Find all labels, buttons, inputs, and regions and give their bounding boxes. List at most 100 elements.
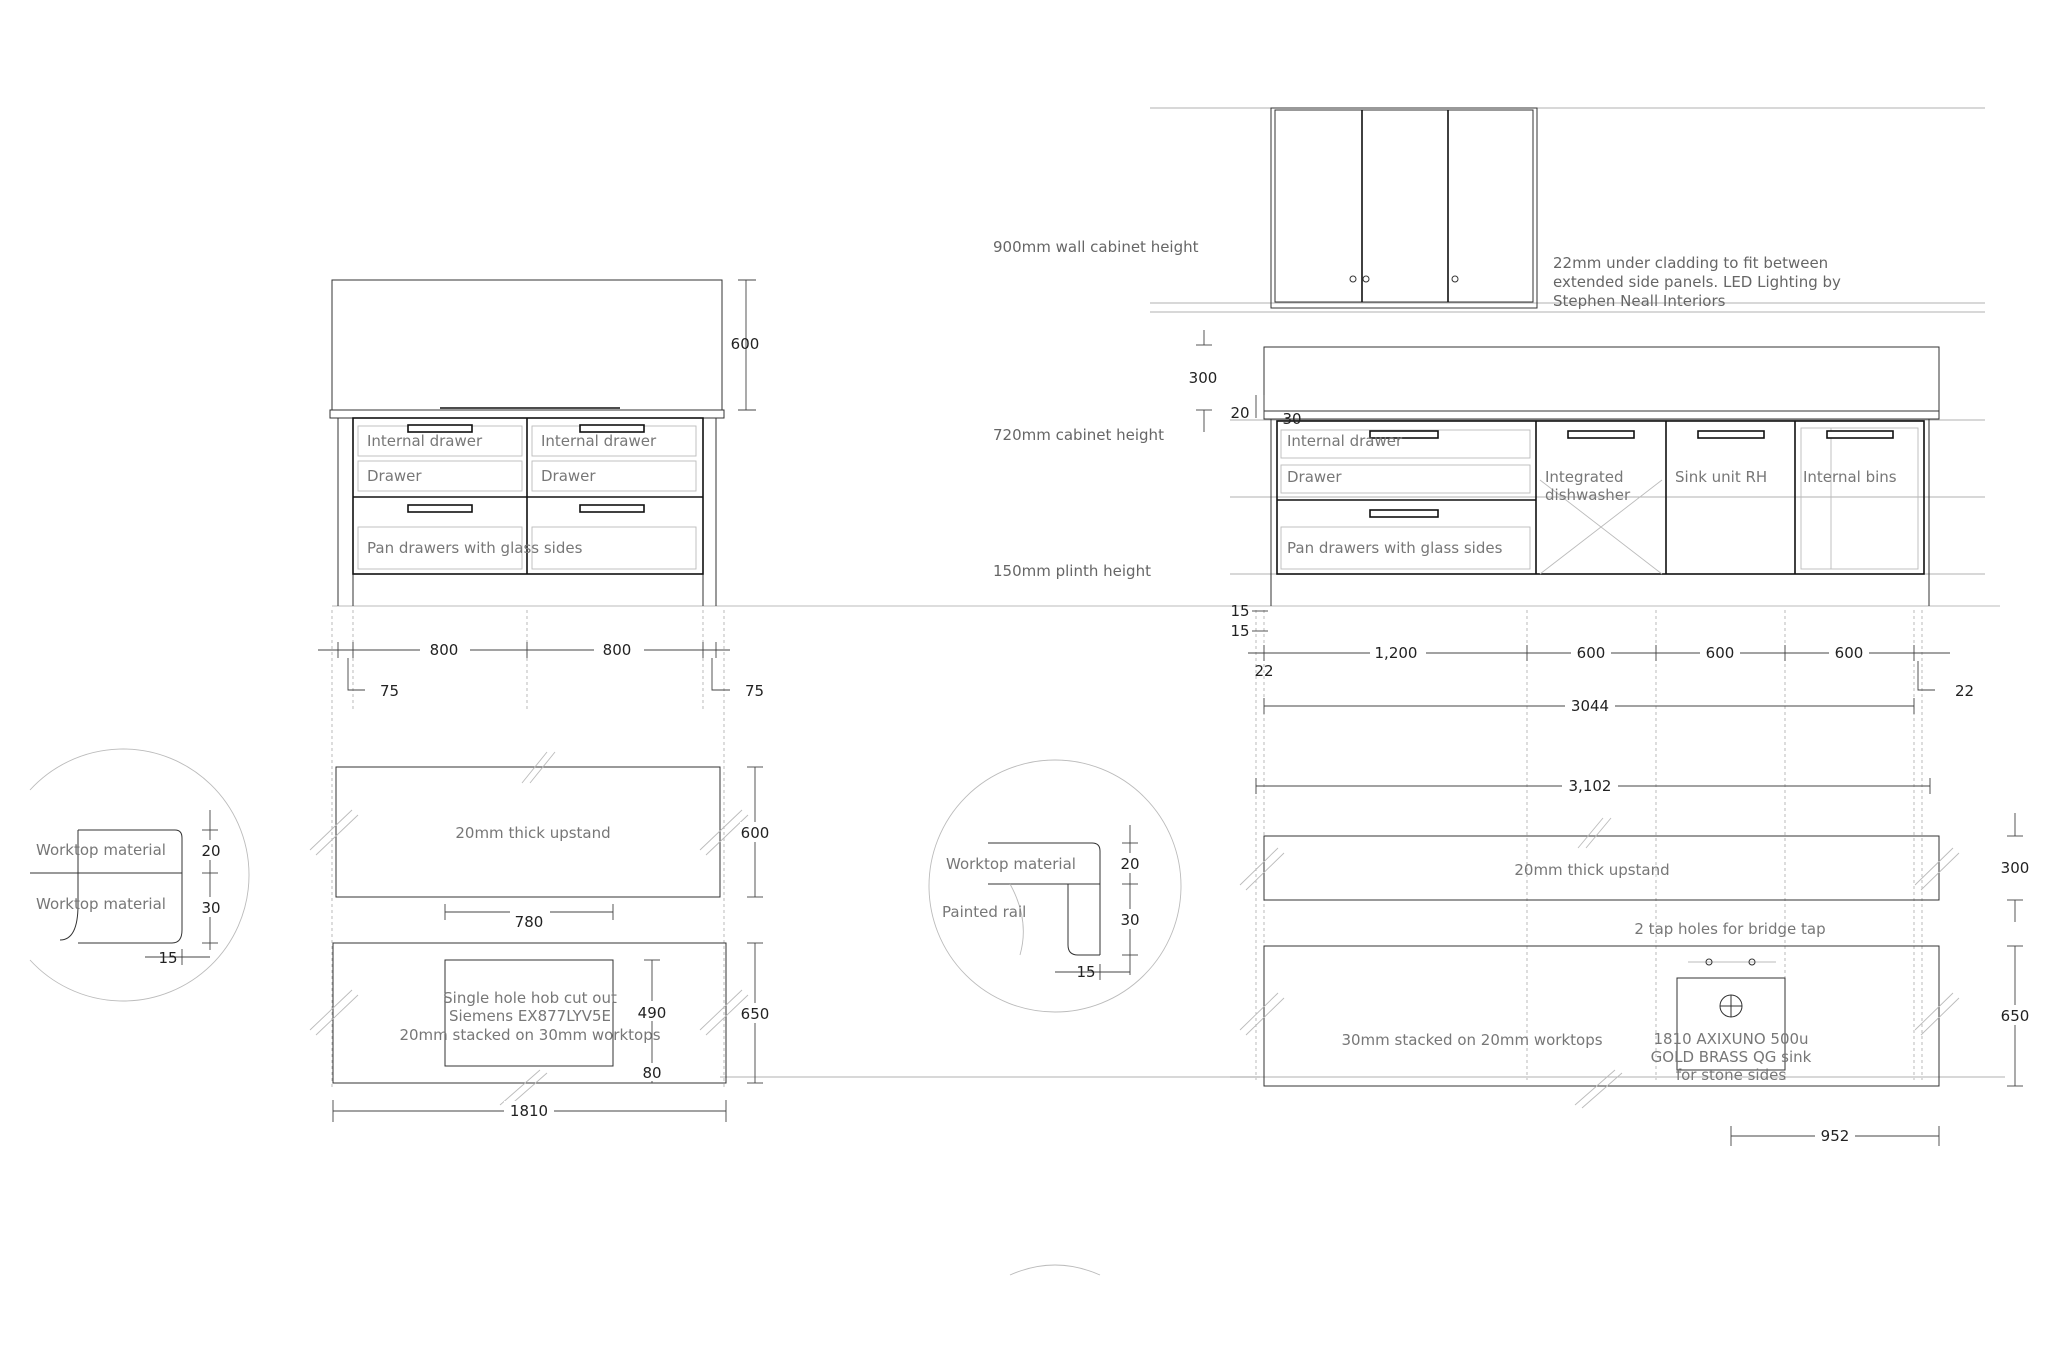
worktop-material-label: Worktop material bbox=[946, 855, 1076, 873]
tap-holes-note: 2 tap holes for bridge tap bbox=[1634, 920, 1825, 938]
sink-model-label: 1810 AXIXUNO 500u bbox=[1653, 1030, 1808, 1048]
dim-hob-780: 780 bbox=[515, 913, 544, 931]
sink-note-label: for stone sides bbox=[1676, 1066, 1787, 1084]
dim-hob-80: 80 bbox=[642, 1064, 661, 1082]
right-plan-upstand bbox=[1263, 835, 1940, 901]
dim-width-600: 600 bbox=[1577, 644, 1606, 662]
hob-cutout-label: Single hole hob cut out bbox=[443, 989, 617, 1007]
dim-22: 22 bbox=[1254, 662, 1273, 680]
left-carcass bbox=[352, 417, 704, 575]
drawer bbox=[531, 460, 697, 492]
dim-width-800: 800 bbox=[603, 641, 632, 659]
dim-hob-490: 490 bbox=[638, 1004, 667, 1022]
sink-cutout bbox=[1676, 977, 1786, 1071]
detail-right: Worktop material Painted rail 20 30 15 bbox=[928, 759, 1182, 1013]
right-upstand bbox=[1263, 346, 1940, 412]
handle-icon bbox=[579, 504, 645, 513]
detail-circle bbox=[29, 748, 250, 1002]
left-plan-worktop bbox=[332, 942, 727, 1084]
left-plan: 20mm thick upstand 600 780 Single hole h… bbox=[309, 751, 772, 1122]
dim-20: 20 bbox=[1230, 404, 1249, 422]
dim-upstand-600: 600 bbox=[741, 824, 770, 842]
left-upstand-panel bbox=[331, 279, 723, 411]
pan-drawer bbox=[531, 526, 697, 570]
dim-30: 30 bbox=[1120, 911, 1139, 929]
dim-width-600: 600 bbox=[1835, 644, 1864, 662]
dim-overall-3102: 3,102 bbox=[1569, 777, 1612, 795]
dim-15: 15 bbox=[1076, 963, 1095, 981]
cladding-note: Stephen Neall Interiors bbox=[1553, 292, 1726, 310]
right-plan: 20mm thick upstand 300 2 tap holes for b… bbox=[1239, 813, 2032, 1146]
handle-icon bbox=[1826, 430, 1894, 439]
dim-overall-1810: 1810 bbox=[510, 1102, 548, 1120]
handle-icon bbox=[1369, 509, 1439, 518]
tap-hole-icon bbox=[1705, 958, 1713, 966]
sink-finish-label: GOLD BRASS QG sink bbox=[1651, 1048, 1812, 1066]
dim-30: 30 bbox=[1282, 410, 1301, 428]
dim-width-1200: 1,200 bbox=[1375, 644, 1418, 662]
dishwasher-label: Integrated bbox=[1545, 468, 1624, 486]
dishwasher-label: dishwasher bbox=[1545, 486, 1631, 504]
internal-bins-label: Internal bins bbox=[1803, 468, 1897, 486]
dim-15: 15 bbox=[158, 949, 177, 967]
drawer bbox=[357, 460, 523, 492]
hob-model-label: Siemens EX877LYV5E bbox=[449, 1007, 611, 1025]
right-plan-worktop bbox=[1263, 945, 1940, 1087]
level-labels: 900mm wall cabinet height 720mm cabinet … bbox=[993, 238, 1199, 580]
drawer bbox=[1280, 464, 1531, 494]
detail-arc bbox=[1009, 1264, 1101, 1276]
upstand-label: 20mm thick upstand bbox=[455, 824, 610, 842]
worktop-stack-label: 20mm stacked on 30mm worktops bbox=[399, 1026, 660, 1044]
pan-drawers-label: Pan drawers with glass sides bbox=[367, 539, 583, 557]
dim-upstand-300: 300 bbox=[2001, 859, 2030, 877]
dim-upstand-height: 600 bbox=[731, 335, 760, 353]
drawer-label: Drawer bbox=[1287, 468, 1342, 486]
pan-drawer bbox=[1280, 526, 1531, 570]
wall-cabinet bbox=[1270, 107, 1538, 309]
cladding-note: extended side panels. LED Lighting by bbox=[1553, 273, 1841, 291]
internal-drawer bbox=[1280, 429, 1531, 459]
handle-icon bbox=[1567, 430, 1635, 439]
dim-overall-3044: 3044 bbox=[1571, 697, 1609, 715]
drawer-label: Drawer bbox=[367, 467, 422, 485]
dim-gap-300: 300 bbox=[1189, 369, 1218, 387]
internal-bins bbox=[1800, 427, 1919, 570]
dim-15: 15 bbox=[1230, 622, 1249, 640]
worktop-material-label: Worktop material bbox=[36, 895, 166, 913]
dim-sink-952: 952 bbox=[1821, 1127, 1850, 1145]
worktop-material-label: Worktop material bbox=[36, 841, 166, 859]
dim-20: 20 bbox=[1120, 855, 1139, 873]
cladding-note: 22mm under cladding to fit between bbox=[1553, 254, 1828, 272]
dim-worktop-650: 650 bbox=[2001, 1007, 2030, 1025]
tap-hole-icon bbox=[1748, 958, 1756, 966]
painted-rail-label: Painted rail bbox=[942, 903, 1026, 921]
worktop-stack-label: 30mm stacked on 20mm worktops bbox=[1341, 1031, 1602, 1049]
upstand-label: 20mm thick upstand bbox=[1514, 861, 1669, 879]
pan-drawers-label: Pan drawers with glass sides bbox=[1287, 539, 1503, 557]
left-plan-upstand bbox=[335, 766, 721, 898]
handle-icon bbox=[407, 424, 473, 433]
handle-icon bbox=[1697, 430, 1765, 439]
dim-side-75: 75 bbox=[380, 682, 399, 700]
left-elevation: Internal drawer Internal drawer Drawer D… bbox=[318, 279, 764, 700]
dim-side-75: 75 bbox=[745, 682, 764, 700]
handle-icon bbox=[407, 504, 473, 513]
handle-icon bbox=[579, 424, 645, 433]
left-worktop bbox=[329, 409, 725, 419]
right-worktop bbox=[1263, 410, 1940, 420]
right-elevation: Internal drawer Drawer Pan drawers with … bbox=[1189, 107, 1974, 797]
pan-drawer bbox=[357, 526, 523, 570]
dim-width-800: 800 bbox=[430, 641, 459, 659]
dim-20: 20 bbox=[201, 842, 220, 860]
hob-cutout bbox=[444, 959, 614, 1067]
right-carcass bbox=[1276, 420, 1925, 575]
detail-left: Worktop material Worktop material 20 30 … bbox=[29, 748, 250, 1002]
dim-15: 15 bbox=[1230, 602, 1249, 620]
dim-width-600: 600 bbox=[1706, 644, 1735, 662]
plinth-height-label: 150mm plinth height bbox=[993, 562, 1151, 580]
sink-unit-label: Sink unit RH bbox=[1675, 468, 1767, 486]
detail-circle bbox=[928, 759, 1182, 1013]
internal-drawer-label: Internal drawer bbox=[1287, 432, 1403, 450]
cabinet-height-label: 720mm cabinet height bbox=[993, 426, 1164, 444]
